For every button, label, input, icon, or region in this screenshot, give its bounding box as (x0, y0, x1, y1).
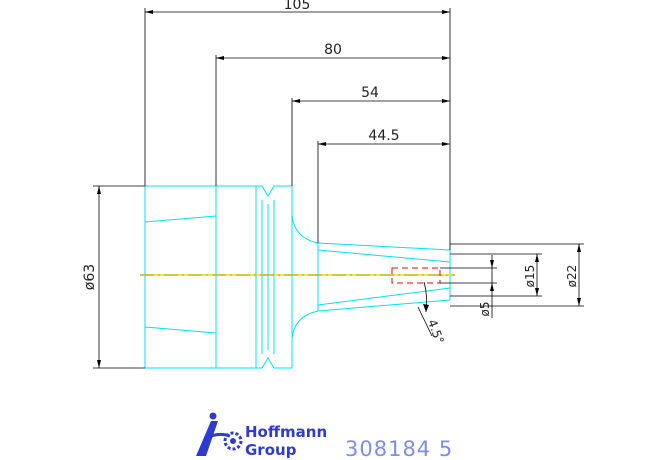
arrowheads (97, 10, 581, 368)
dimension-lines (93, 8, 584, 369)
brand-line1: Hoffmann (245, 423, 327, 441)
dim-length-groove: 54 (361, 85, 379, 101)
dim-diameter-body: ø63 (82, 264, 98, 290)
hoffmann-logo: Hoffmann Group (196, 412, 327, 459)
dim-length-total: 105 (284, 0, 311, 13)
dim-length-flange: 80 (324, 42, 342, 58)
dim-diameter-tip: ø22 (565, 265, 579, 288)
dim-diameter-pilot: ø5 (478, 302, 492, 317)
logo-gear-icon (223, 431, 243, 451)
hidden-bore (391, 267, 441, 284)
part-number: 308184 5 (345, 437, 453, 460)
dim-angle-taper: 4.5° (425, 317, 447, 345)
dim-length-taper: 44.5 (368, 128, 399, 144)
part-outline (144, 185, 451, 369)
brand-line2: Group (245, 441, 297, 459)
dim-diameter-bore: ø15 (523, 265, 537, 288)
logo-figure-icon (196, 412, 231, 456)
